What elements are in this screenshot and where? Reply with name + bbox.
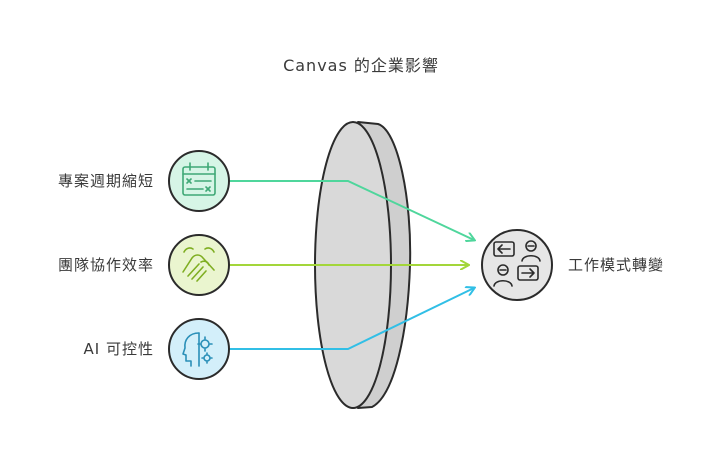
input-node-3 xyxy=(168,318,230,380)
output-node xyxy=(481,229,553,301)
handshake-icon xyxy=(182,247,215,282)
connector-line-1 xyxy=(229,180,474,240)
input-label-3: AI 可控性 xyxy=(83,340,154,358)
input-label-1: 專案週期縮短 xyxy=(57,172,154,190)
input-node-1 xyxy=(168,150,230,212)
calendar-icon xyxy=(182,162,216,196)
people-exchange-icon xyxy=(493,240,541,287)
input-label-2: 團隊協作效率 xyxy=(57,256,154,274)
diagram-title: Canvas 的企業影響 xyxy=(283,56,439,75)
ai-gear-head-icon xyxy=(182,332,213,367)
output-label: 工作模式轉變 xyxy=(568,256,665,274)
connector-line-3 xyxy=(229,288,474,350)
input-node-2 xyxy=(168,234,230,296)
